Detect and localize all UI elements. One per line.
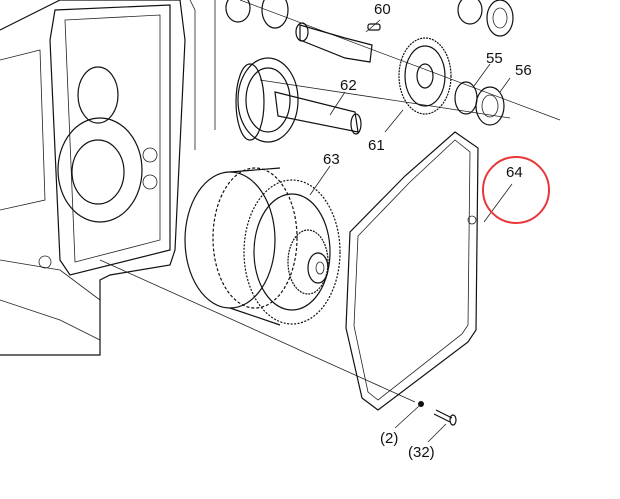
part-2-washer (418, 401, 424, 407)
part-64-gasket (345, 131, 479, 411)
callout-55: 55 (486, 50, 503, 67)
assembly-axis-lines (99, 0, 561, 403)
callout-64: 64 (506, 164, 523, 181)
callout-labels: 60 55 56 62 61 63 64 (2) (32) (323, 1, 532, 461)
highlight-circle (482, 156, 550, 224)
callout-2: (2) (380, 430, 398, 447)
part-61-gear (398, 37, 452, 115)
callout-56: 56 (515, 62, 532, 79)
callout-32: (32) (408, 444, 435, 461)
part-55-ring (454, 81, 478, 115)
callout-62: 62 (340, 77, 357, 94)
part-62-shaft-gear (235, 57, 362, 143)
leader-lines (309, 19, 513, 443)
part-63-clutch-pack (184, 167, 341, 326)
callout-61: 61 (368, 137, 385, 154)
part-60-key-and-shaft (295, 22, 381, 63)
callout-63: 63 (323, 151, 340, 168)
part-32-bolt (433, 409, 457, 426)
part-56-bearing (475, 86, 505, 126)
callout-60: 60 (374, 1, 391, 18)
part-bearings-top (225, 0, 514, 37)
transmission-housing (0, 0, 216, 356)
